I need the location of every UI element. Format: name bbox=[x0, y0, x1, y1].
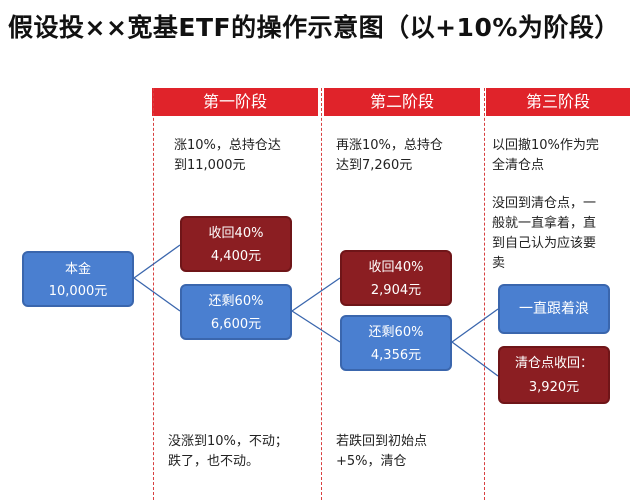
stage-divider-3 bbox=[484, 88, 485, 500]
stage-1-bottom-note: 没涨到10%，不动； 跌了，也不动。 bbox=[168, 432, 288, 472]
connector-remain1-withdraw2 bbox=[291, 277, 341, 312]
stage-1-remain-label: 还剩60% bbox=[208, 294, 264, 309]
stage-3-header: 第三阶段 bbox=[486, 88, 630, 116]
stage-3-clear-value: 3,920元 bbox=[528, 380, 580, 395]
stage-divider-1 bbox=[153, 88, 154, 500]
principal-value: 10,000元 bbox=[48, 284, 108, 299]
stage-2-bottom-note-line: 若跌回到初始点 bbox=[336, 434, 428, 449]
stage-divider-2 bbox=[321, 88, 322, 500]
stage-1-withdraw-label: 收回40% bbox=[208, 226, 264, 241]
stage-1-top-note-line: 到11,000元 bbox=[174, 158, 246, 173]
stage-2-remain-value: 4,356元 bbox=[370, 348, 422, 363]
stage-1-bottom-note-line: 跌了，也不动。 bbox=[168, 454, 260, 469]
stage-1-remain-box: 还剩60% 6,600元 bbox=[180, 284, 292, 340]
page-title: 假设投××宽基ETF的操作示意图（以+10%为阶段） bbox=[8, 13, 620, 42]
stage-1-bottom-note-line: 没涨到10%，不动； bbox=[168, 434, 288, 449]
principal-label: 本金 bbox=[64, 262, 91, 277]
stage-3-ride-label: 一直跟着浪 bbox=[519, 301, 589, 317]
connector-remain2-ride bbox=[451, 308, 499, 343]
stage-3-mid-note-line: 般就一直拿着，直 bbox=[492, 216, 597, 231]
stage-2-top-note-line: 达到7,260元 bbox=[336, 158, 413, 173]
stage-2-header: 第二阶段 bbox=[324, 88, 480, 116]
stage-1-remain-value: 6,600元 bbox=[210, 317, 262, 332]
stage-2-top-note: 再涨10%，总持仓 达到7,260元 bbox=[336, 136, 443, 176]
stage-3-top-note-line: 以回撤10%作为完 bbox=[492, 138, 599, 153]
stage-2-withdraw-value: 2,904元 bbox=[370, 283, 422, 298]
stage-3-top-note: 以回撤10%作为完 全清仓点 bbox=[492, 136, 599, 176]
stage-3-mid-note-line: 没回到清仓点，一 bbox=[492, 196, 597, 211]
stage-1-withdraw-value: 4,400元 bbox=[210, 249, 262, 264]
stage-2-remain-label: 还剩60% bbox=[368, 325, 424, 340]
stage-2-withdraw-box: 收回40% 2,904元 bbox=[340, 250, 452, 306]
connector-principal-remain bbox=[133, 277, 181, 312]
stage-2-remain-box: 还剩60% 4,356元 bbox=[340, 315, 452, 371]
principal-box: 本金 10,000元 bbox=[22, 251, 134, 307]
stage-2-top-note-line: 再涨10%，总持仓 bbox=[336, 138, 443, 153]
connector-principal-withdraw bbox=[133, 244, 181, 279]
stage-3-ride-box: 一直跟着浪 bbox=[498, 284, 610, 334]
stage-3-clear-box: 清仓点收回： 3,920元 bbox=[498, 346, 610, 404]
stage-3-mid-note-line: 到自己认为应该要 bbox=[492, 236, 597, 251]
stage-1-withdraw-box: 收回40% 4,400元 bbox=[180, 216, 292, 272]
stage-3-clear-label: 清仓点收回： bbox=[514, 356, 593, 371]
stage-2-bottom-note-line: +5%，清仓 bbox=[336, 454, 407, 469]
stage-3-mid-note-line: 卖 bbox=[492, 256, 506, 271]
stage-1-header: 第一阶段 bbox=[152, 88, 318, 116]
connector-remain2-clear bbox=[451, 341, 499, 377]
stage-3-top-note-line: 全清仓点 bbox=[492, 158, 545, 173]
stage-1-top-note-line: 涨10%，总持仓达 bbox=[174, 138, 281, 153]
connector-remain1-remain2 bbox=[291, 310, 341, 343]
stage-2-bottom-note: 若跌回到初始点 +5%，清仓 bbox=[336, 432, 427, 472]
stage-1-top-note: 涨10%，总持仓达 到11,000元 bbox=[174, 136, 281, 176]
stage-2-withdraw-label: 收回40% bbox=[368, 260, 424, 275]
stage-3-mid-note: 没回到清仓点，一 般就一直拿着，直 到自己认为应该要 卖 bbox=[492, 194, 596, 274]
